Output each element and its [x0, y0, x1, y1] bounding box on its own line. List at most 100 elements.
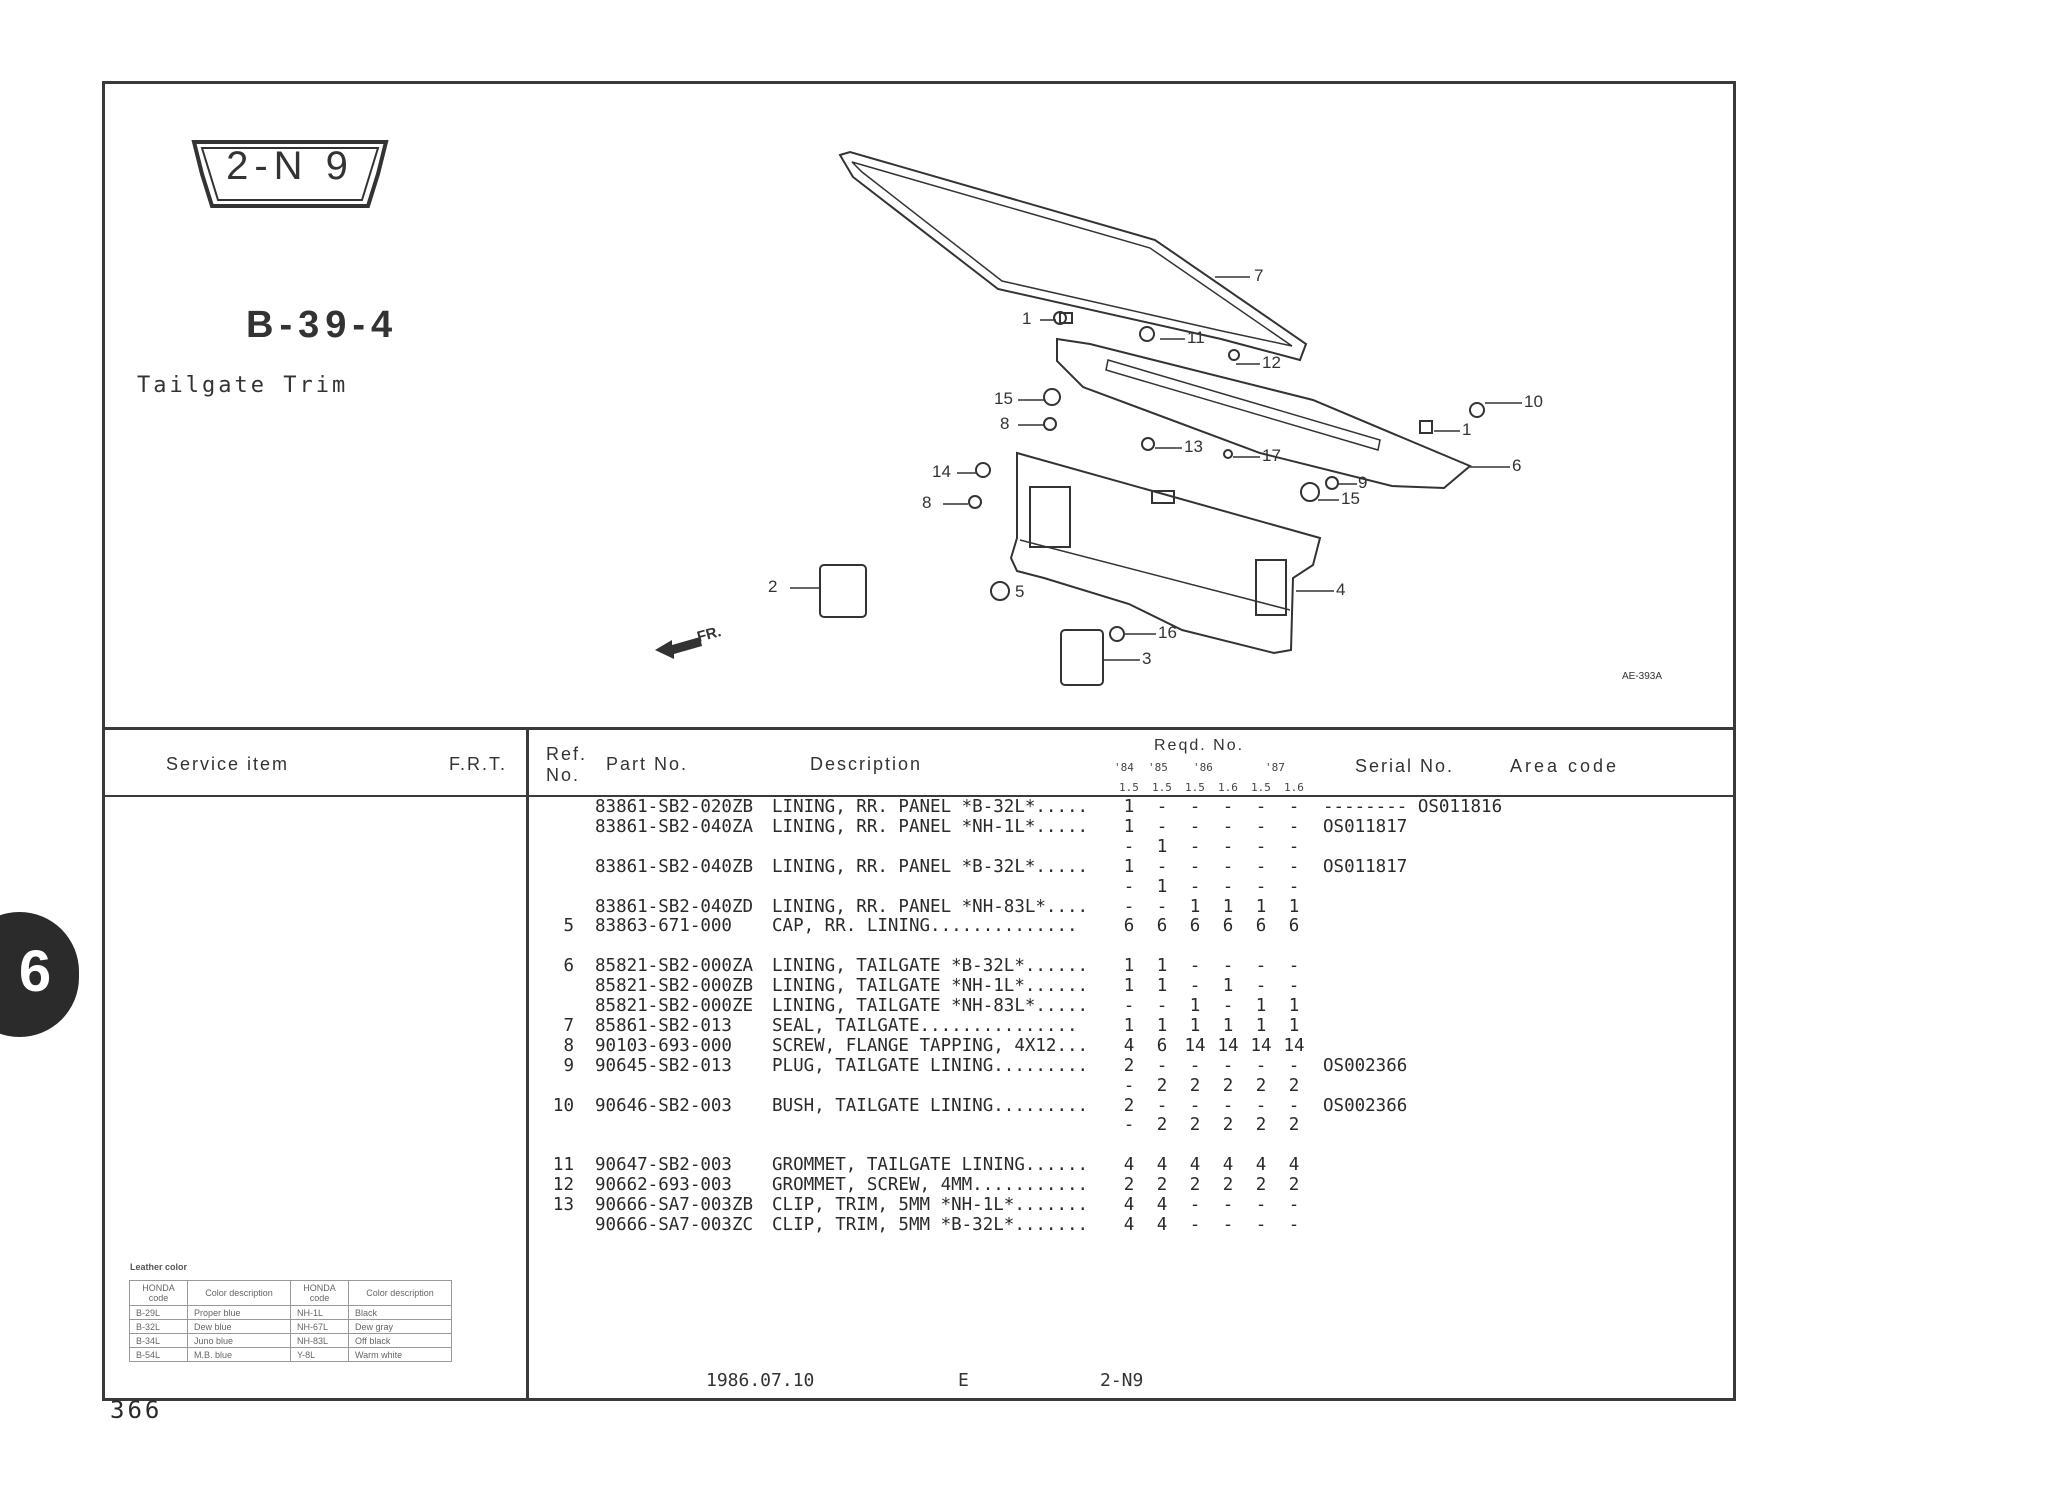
color-description: Off black: [348, 1333, 452, 1348]
part-no: 83861-SB2-020ZB: [595, 797, 754, 817]
callout-number: 8: [1000, 414, 1010, 433]
honda-code: NH-67L: [290, 1319, 349, 1334]
required-qty: -: [1123, 876, 1135, 897]
required-qty: 14: [1217, 1035, 1239, 1056]
required-qty: -: [1288, 1195, 1300, 1215]
required-qty: -: [1189, 836, 1201, 857]
callout-number: 9: [1358, 473, 1368, 492]
description: LINING, RR. PANEL *B-32L*.....: [772, 856, 1089, 877]
required-qty: 1: [1123, 797, 1135, 817]
required-qty: 1: [1189, 1015, 1201, 1036]
serial-no: OS002366: [1323, 1095, 1408, 1116]
color-description: Dew blue: [187, 1319, 291, 1334]
required-qty: 6: [1255, 916, 1267, 937]
description: SEAL, TAILGATE...............: [772, 1015, 1078, 1036]
callout-number: 13: [1184, 437, 1203, 456]
leather-header: HONDA code: [129, 1280, 188, 1306]
required-qty: -: [1189, 856, 1201, 877]
required-qty: 1: [1123, 956, 1135, 977]
required-qty: -: [1255, 856, 1267, 877]
description: LINING, TAILGATE *B-32L*......: [772, 956, 1089, 977]
serial-no: OS011817: [1323, 816, 1408, 837]
color-description: Juno blue: [187, 1333, 291, 1348]
part-no: 85821-SB2-000ZE: [595, 996, 754, 1016]
description: LINING, RR. PANEL *NH-1L*.....: [772, 816, 1089, 837]
required-qty: 1: [1288, 896, 1300, 917]
required-qty: 2: [1222, 1115, 1234, 1136]
callout-number: 14: [932, 462, 951, 481]
required-qty: -: [1222, 836, 1234, 857]
required-qty: 2: [1255, 1115, 1267, 1136]
required-qty: 4: [1123, 1195, 1135, 1215]
part-no: 90666-SA7-003ZC: [595, 1214, 754, 1235]
required-qty: -: [1222, 1195, 1234, 1215]
honda-code: B-54L: [129, 1347, 188, 1362]
ref-no: 8: [563, 1035, 574, 1056]
callout-number: 16: [1158, 623, 1177, 642]
callout-number: 15: [1341, 489, 1360, 508]
description: BUSH, TAILGATE LINING.........: [772, 1095, 1089, 1116]
ref-no-header-2: No.: [546, 765, 581, 785]
required-qty: -: [1123, 1115, 1135, 1136]
description: LINING, TAILGATE *NH-1L*......: [772, 976, 1089, 997]
required-qty: 14: [1184, 1035, 1206, 1056]
part-no: 90647-SB2-003: [595, 1155, 732, 1176]
cap-2-part: [819, 564, 867, 618]
required-qty: -: [1189, 1195, 1201, 1215]
required-qty: 4: [1156, 1195, 1168, 1215]
required-qty: -: [1222, 797, 1234, 817]
table-row: -1----: [0, 837, 2048, 857]
ref-no: 7: [563, 1015, 574, 1036]
leather-header: Color description: [348, 1280, 452, 1306]
part-no: 90666-SA7-003ZB: [595, 1195, 754, 1215]
required-qty: 4: [1123, 1035, 1135, 1056]
required-qty: -: [1156, 896, 1168, 917]
required-qty: -: [1189, 1214, 1201, 1235]
description-header: Description: [810, 754, 923, 774]
color-description: Black: [348, 1305, 452, 1320]
required-qty: -: [1288, 816, 1300, 837]
required-qty: 1: [1222, 976, 1234, 997]
required-qty: 4: [1123, 1155, 1135, 1176]
table-row: 7 85861-SB2-013 SEAL, TAILGATE............…: [0, 1016, 2048, 1036]
required-qty: 4: [1222, 1155, 1234, 1176]
lining-tailgate-upper-part: [1056, 337, 1472, 490]
description: CAP, RR. LINING..............: [772, 916, 1078, 937]
cap-3-part: [1060, 629, 1104, 686]
callout-number: 7: [1254, 266, 1264, 285]
required-qty: 2: [1189, 1115, 1201, 1136]
callout-number: 3: [1142, 649, 1152, 668]
engine-size: 1.5: [1185, 781, 1205, 794]
required-qty: 1: [1189, 896, 1201, 917]
part-no: 85861-SB2-013: [595, 1015, 732, 1036]
leather-header: Color description: [187, 1280, 291, 1306]
required-qty: -: [1189, 1055, 1201, 1076]
required-qty: 1: [1123, 856, 1135, 877]
required-qty: 2: [1255, 1175, 1267, 1196]
required-qty: 1: [1156, 836, 1168, 857]
ref-no: 11: [552, 1155, 574, 1176]
ref-no-header-1: Ref.: [546, 744, 588, 764]
callout-number: 12: [1262, 353, 1281, 372]
required-qty: 6: [1288, 916, 1300, 937]
required-qty: -: [1255, 1055, 1267, 1076]
required-qty: 1: [1288, 1015, 1300, 1036]
required-qty: 2: [1156, 1175, 1168, 1196]
callout-number: 4: [1336, 580, 1346, 599]
honda-code: NH-83L: [290, 1333, 349, 1348]
required-qty: -: [1156, 816, 1168, 837]
required-qty: -: [1189, 816, 1201, 837]
engine-size: 1.5: [1119, 781, 1139, 794]
serial-no: OS002366: [1323, 1055, 1408, 1076]
required-qty: -: [1288, 956, 1300, 977]
